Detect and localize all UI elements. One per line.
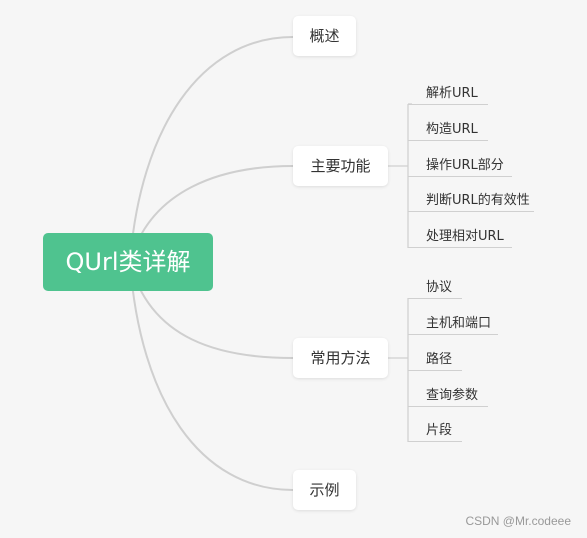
leaf-method-2[interactable]: 主机和端口 bbox=[426, 316, 492, 331]
branch-node-overview[interactable]: 概述 bbox=[293, 16, 356, 56]
branch-node-methods[interactable]: 常用方法 bbox=[293, 338, 388, 378]
leaf-underline bbox=[408, 140, 488, 141]
leaf-underline bbox=[408, 298, 462, 299]
leaf-method-3[interactable]: 路径 bbox=[426, 352, 453, 367]
connector-root-examples bbox=[129, 261, 294, 491]
branch-node-examples[interactable]: 示例 bbox=[293, 470, 356, 510]
leaf-feature-3[interactable]: 操作URL部分 bbox=[426, 158, 504, 173]
root-node[interactable]: QUrl类详解 bbox=[43, 233, 213, 291]
leaf-method-5[interactable]: 片段 bbox=[426, 423, 453, 438]
leaf-underline bbox=[408, 211, 534, 212]
leaf-method-1[interactable]: 协议 bbox=[426, 280, 453, 295]
connector-root-overview bbox=[129, 36, 294, 263]
leaf-method-4[interactable]: 查询参数 bbox=[426, 388, 479, 403]
leaf-feature-4[interactable]: 判断URL的有效性 bbox=[426, 193, 530, 208]
leaf-underline bbox=[408, 334, 498, 335]
leaf-feature-5[interactable]: 处理相对URL bbox=[426, 229, 504, 244]
leaf-underline bbox=[408, 370, 462, 371]
leaf-underline bbox=[408, 441, 462, 442]
leaf-feature-2[interactable]: 构造URL bbox=[426, 122, 478, 137]
leaf-underline bbox=[408, 104, 488, 105]
branch-node-features[interactable]: 主要功能 bbox=[293, 146, 388, 186]
leaf-underline bbox=[408, 176, 512, 177]
connector-methods-bracket bbox=[388, 298, 409, 442]
leaf-underline bbox=[408, 406, 488, 407]
connector-features-bracket bbox=[388, 104, 409, 248]
leaf-feature-1[interactable]: 解析URL bbox=[426, 86, 478, 101]
watermark: CSDN @Mr.codeee bbox=[465, 514, 571, 528]
leaf-underline bbox=[408, 247, 512, 248]
